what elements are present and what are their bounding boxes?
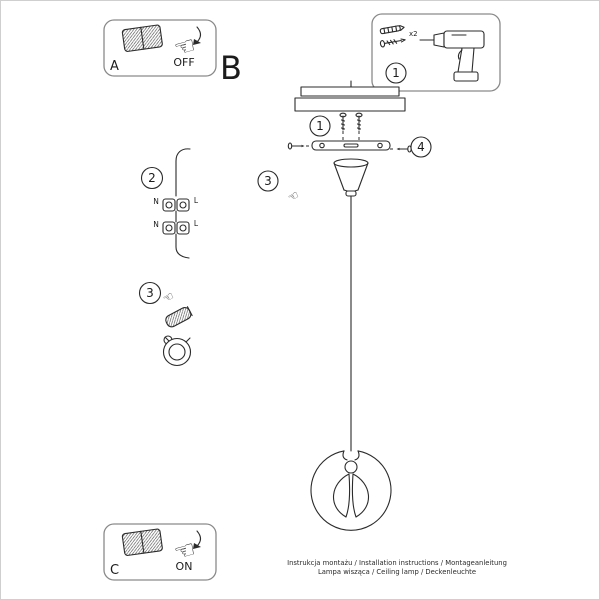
- press-arrow-icon-on: [196, 530, 202, 547]
- bracket-slot: [343, 143, 359, 148]
- shade-blade-right: [351, 473, 370, 518]
- shade-blade-left: [332, 473, 351, 518]
- wire-connector-diagram: 2 N L N L: [140, 148, 199, 259]
- cable-top: [175, 148, 191, 197]
- step2-badge: 2: [140, 166, 164, 190]
- cable-bottom: [175, 233, 190, 259]
- ceiling-plate-top: [300, 86, 400, 97]
- wire-label-l-bottom: L: [194, 219, 199, 228]
- cable-grip-diagram: 3 ☜: [138, 281, 193, 367]
- press-arrowhead-on: [193, 543, 201, 549]
- press-arrow-icon: [196, 26, 202, 43]
- footer-line2: Lampa wisząca / Ceiling lamp / Deckenleu…: [318, 568, 476, 576]
- cable-gland-body: [165, 306, 193, 328]
- shade-ring: [310, 450, 392, 531]
- step4-badge: 4: [410, 136, 432, 158]
- wall-switch-icon: [121, 24, 163, 52]
- tools-step-badge: 1: [385, 62, 407, 84]
- tools-panel: x2 1: [371, 13, 501, 92]
- pendant-shade: [310, 450, 392, 531]
- step4-number: 4: [417, 140, 425, 154]
- panel-c-label: C: [110, 563, 119, 578]
- canopy-screws: [339, 112, 363, 140]
- lamp-socket: [344, 460, 358, 474]
- drill-icon: [419, 30, 485, 82]
- bracket-hole-left: [319, 142, 325, 149]
- ceiling-rose: [333, 158, 369, 197]
- canopy-cover: [294, 97, 406, 112]
- step3-hold-badge: 3: [257, 170, 279, 192]
- bracket-screw-right: [390, 145, 412, 153]
- footer: Instrukcja montażu / Installation instru…: [287, 559, 507, 576]
- screw-icon: [379, 38, 406, 48]
- panel-a-frame: [103, 19, 217, 77]
- wall-anchor-icon: [379, 24, 405, 35]
- bracket-screw-left: [287, 142, 312, 150]
- screw-quantity: x2: [409, 30, 418, 38]
- panel-a: ☜ A OFF: [103, 19, 217, 77]
- step3-hold-number: 3: [264, 174, 272, 188]
- section-label: B: [220, 49, 242, 87]
- panel-c-frame: [103, 523, 217, 581]
- panel-a-label: A: [110, 59, 119, 74]
- panel-c-state: ON: [176, 560, 193, 573]
- panel-a-state: OFF: [173, 56, 194, 69]
- tools-panel-frame: [371, 13, 501, 92]
- step3-number: 3: [146, 286, 154, 300]
- footer-line1: Instrukcja montażu / Installation instru…: [287, 559, 507, 567]
- wire-label-n-top: N: [153, 197, 159, 206]
- step1-number: 1: [316, 119, 324, 133]
- press-arrowhead: [193, 39, 201, 45]
- main-assembly-diagram: 1 4: [257, 80, 432, 531]
- bracket-hole-right: [377, 142, 383, 149]
- strain-relief-ring: [162, 335, 192, 367]
- tools-step-number: 1: [392, 66, 400, 80]
- wire-label-l-top: L: [194, 196, 199, 205]
- step1-badge: 1: [309, 115, 331, 137]
- wall-switch-icon-on: [121, 528, 163, 556]
- wire-label-n-bottom: N: [153, 220, 159, 229]
- step3-badge: 3: [138, 281, 162, 305]
- step2-number: 2: [148, 171, 156, 185]
